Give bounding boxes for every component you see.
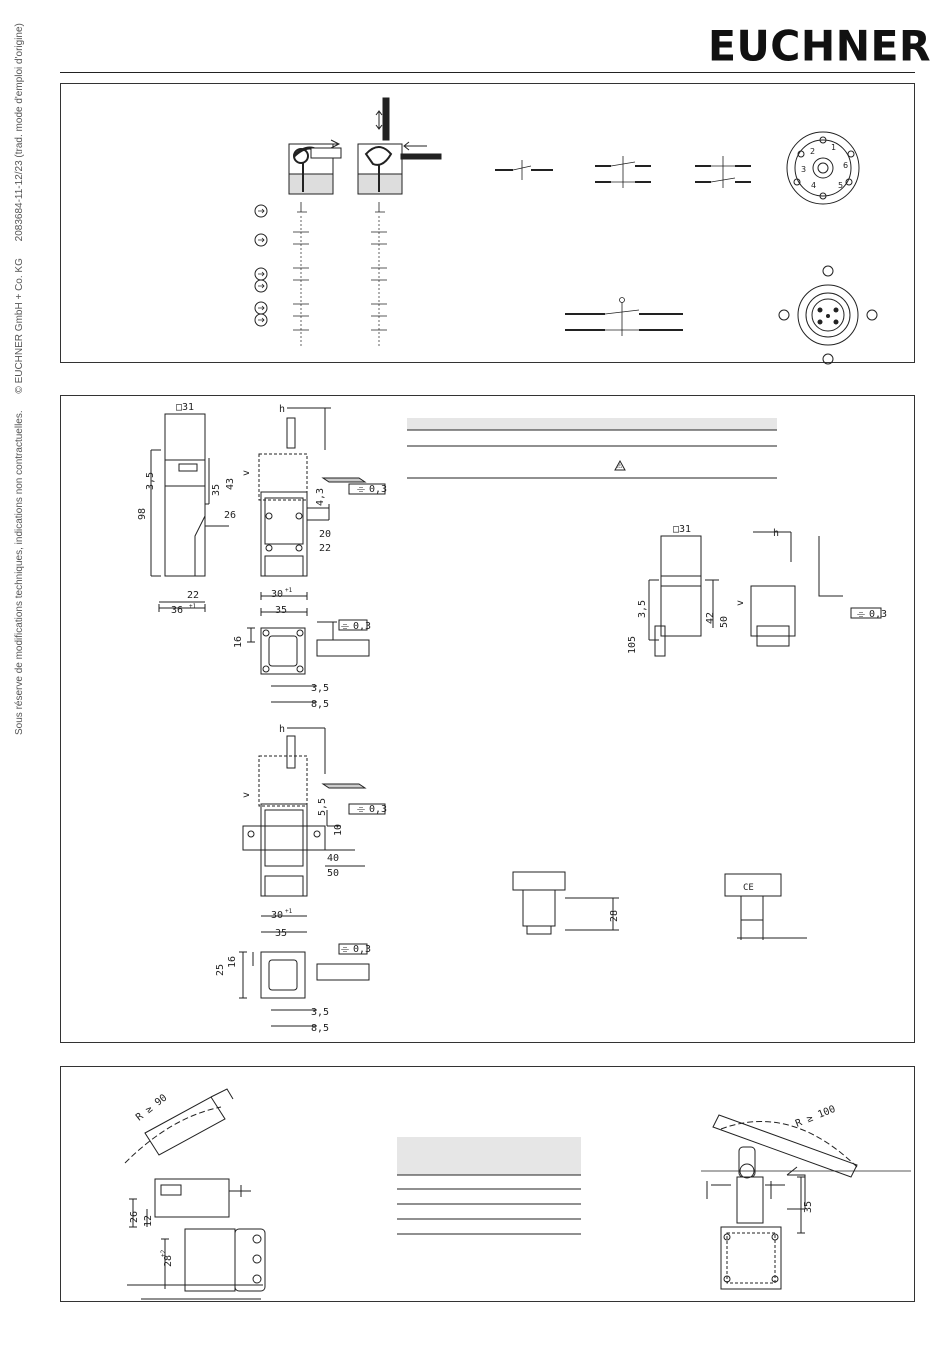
pin-label: 3 <box>801 165 806 174</box>
tolerance-label: 0,3 <box>369 484 387 495</box>
mounting-drawing-panel: R ≥ 90 R ≥ 100 26 12 28 +2 35 <box>60 1066 915 1302</box>
tolerance-symbol: ⌯ <box>857 609 865 620</box>
dim-label: 28 <box>609 910 620 922</box>
h-label: h <box>279 724 285 735</box>
dim-label: 25 <box>215 964 226 976</box>
dim-label: 3,5 <box>311 1007 329 1018</box>
dim-label: □31 <box>176 402 194 413</box>
dim-label: 16 <box>233 636 244 648</box>
dim-label: +1 <box>285 908 293 915</box>
dim-label: 35 <box>803 1201 814 1213</box>
v-label: v <box>241 792 252 798</box>
header-rule <box>60 72 915 73</box>
dim-label: 50 <box>327 868 339 879</box>
dim-label: 43 <box>225 478 236 490</box>
ce-mark: CE <box>743 883 754 893</box>
dim-label: 35 <box>275 928 287 939</box>
dim-label: 98 <box>137 508 148 520</box>
tolerance-label: 0,3 <box>353 944 371 955</box>
dim-label: □31 <box>673 524 691 535</box>
dim-label: 22 <box>187 590 199 601</box>
dimension-drawing: □31 26 22 36 +1 20 22 30 +1 35 3,5 8,5 0… <box>137 402 887 1034</box>
dim-label: 4,3 <box>315 488 326 506</box>
pin-label: 6 <box>843 161 848 170</box>
v-label: v <box>735 600 746 606</box>
h-label: h <box>773 528 779 539</box>
tolerance-label: 0,3 <box>869 609 887 620</box>
dim-label: 8,5 <box>311 1023 329 1034</box>
dim-label: +1 <box>189 603 197 610</box>
warning-icon: ⚠ <box>617 461 623 471</box>
tolerance-label: 0,3 <box>353 621 371 632</box>
dim-label: R ≥ 90 <box>134 1092 169 1123</box>
copyright: © EUCHNER GmbH + Co. KG <box>14 258 25 394</box>
dim-label: 22 <box>319 543 331 554</box>
dim-label: 3,5 <box>145 472 156 490</box>
dim-label: 30 <box>271 910 283 921</box>
dim-label: 28 <box>163 1255 174 1267</box>
dim-label: 3,5 <box>311 683 329 694</box>
pin-label: 4 <box>811 181 816 190</box>
sidebar-legal-text: Sous réserve de modifications techniques… <box>14 9 25 735</box>
pin-label: 5 <box>838 181 843 190</box>
pin-label: 2 <box>810 147 815 156</box>
dim-label: 35 <box>211 484 222 496</box>
euchner-logo: EUCHNER <box>708 21 932 71</box>
switching-diagram-panel: 1 2 3 4 5 6 <box>60 83 915 365</box>
dim-label: 8,5 <box>311 699 329 710</box>
switching-diagram-drawing: 1 2 3 4 5 6 <box>254 97 878 365</box>
dim-label: 3,5 <box>637 600 648 618</box>
h-label: h <box>279 404 285 415</box>
dim-label: +1 <box>285 587 293 594</box>
dim-label: R ≥ 100 <box>794 1104 837 1130</box>
dim-label: 30 <box>271 589 283 600</box>
dim-label: 35 <box>275 605 287 616</box>
dim-label: 40 <box>327 853 339 864</box>
pin-label: 1 <box>831 143 836 152</box>
v-label: v <box>241 470 252 476</box>
tolerance-label: 0,3 <box>369 804 387 815</box>
dim-label: 26 <box>224 510 236 521</box>
dim-label: +2 <box>160 1249 167 1257</box>
dim-label: 12 <box>143 1215 154 1227</box>
dim-label: 20 <box>319 529 331 540</box>
tolerance-symbol: ⌯ <box>357 804 365 815</box>
tolerance-symbol: ⌯ <box>341 944 349 955</box>
dim-label: 16 <box>227 956 238 968</box>
tolerance-symbol: ⌯ <box>341 621 349 632</box>
dim-label: 26 <box>129 1211 140 1223</box>
tolerance-symbol: ⌯ <box>357 484 365 495</box>
dim-label: 5,5 <box>317 798 328 816</box>
dim-label: 42 <box>705 612 716 624</box>
mounting-drawing: R ≥ 90 R ≥ 100 26 12 28 +2 35 <box>124 1088 911 1300</box>
legal-disclaimer: Sous réserve de modifications techniques… <box>14 410 25 735</box>
dim-label: 10 <box>333 824 344 836</box>
dimension-drawing-panel: □31 26 22 36 +1 20 22 30 +1 35 3,5 8,5 0… <box>60 395 915 1043</box>
dim-label: 36 <box>171 605 183 616</box>
dim-label: 50 <box>719 616 730 628</box>
dim-label: 105 <box>627 636 638 654</box>
document-number: 2083684-11-12/23 (trad. mode d'emploi d'… <box>14 23 25 242</box>
